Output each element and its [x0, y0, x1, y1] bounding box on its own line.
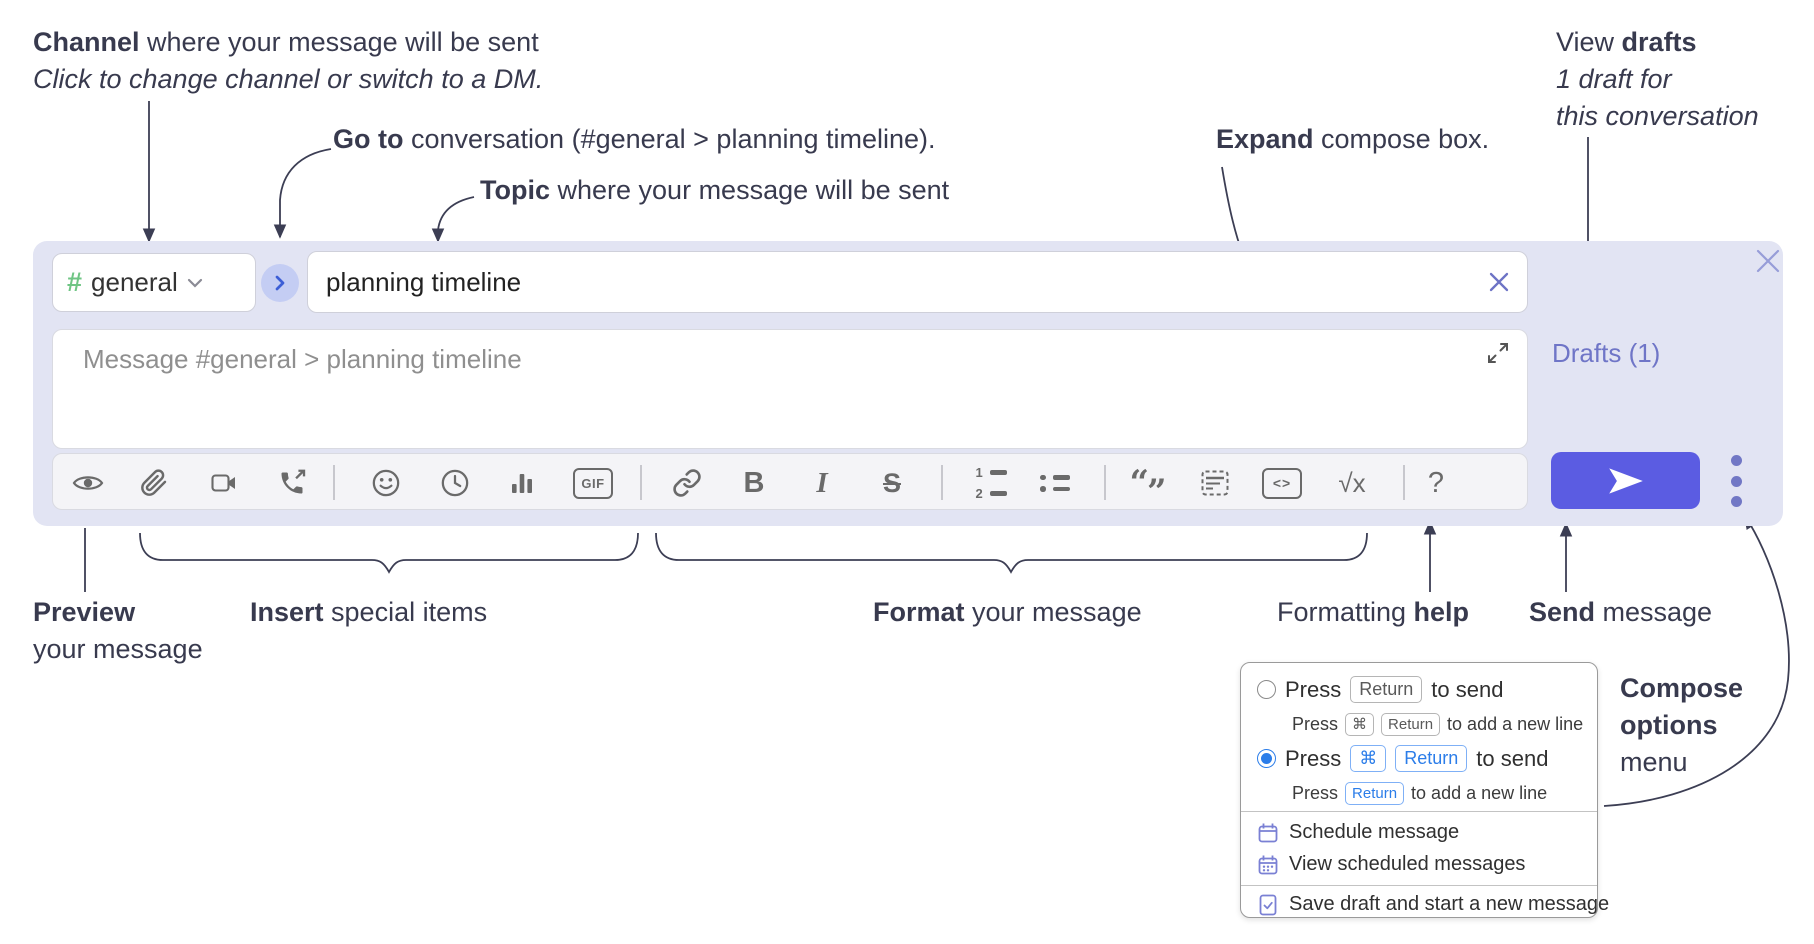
italic-icon[interactable]: I — [816, 466, 828, 499]
radio-selected-icon[interactable] — [1257, 749, 1276, 768]
compose-toolbar: GIF B I S 1 2 — [52, 453, 1528, 512]
emoji-icon[interactable] — [366, 461, 406, 505]
preview-annotation: Preview your message — [33, 597, 203, 664]
menu-divider — [1241, 885, 1597, 886]
compose-options-icon[interactable] — [1725, 455, 1747, 507]
clear-topic-icon[interactable] — [1489, 272, 1509, 292]
draft-check-icon — [1259, 894, 1277, 915]
cmd-key: ⌘ — [1350, 745, 1387, 772]
toolbar-divider — [941, 465, 943, 500]
attach-file-icon[interactable] — [134, 461, 174, 505]
arrow-topic — [431, 196, 475, 243]
numbered-list-icon[interactable]: 1 2 — [971, 461, 1011, 505]
topic-input[interactable]: planning timeline — [307, 251, 1528, 313]
math-icon[interactable]: √x — [1338, 467, 1366, 498]
strikethrough-icon[interactable]: S — [882, 467, 901, 498]
view-scheduled-messages-item[interactable]: View scheduled messages — [1257, 853, 1525, 876]
channel-hash-icon: # — [67, 267, 83, 297]
channel-selector[interactable]: # general — [52, 253, 256, 312]
channel-name: general — [91, 267, 178, 297]
send-annotation: Send message — [1529, 597, 1713, 627]
brace-insert — [139, 532, 639, 574]
expand-compose-icon[interactable] — [1487, 342, 1509, 364]
bold-icon[interactable]: B — [743, 466, 765, 499]
send-plane-icon — [1608, 467, 1643, 494]
quote-icon[interactable]: “” — [1129, 463, 1166, 512]
compose-box: # general planning timeline Message #gen… — [33, 241, 1783, 526]
formatting-help-icon[interactable]: ? — [1427, 466, 1445, 499]
insert-annotation: Insert special items — [250, 597, 488, 627]
schedule-message-item[interactable]: Schedule message — [1257, 821, 1459, 844]
code-icon[interactable]: <> — [1262, 461, 1302, 505]
calendar-icon — [1258, 823, 1278, 842]
expand-annotation: Expand compose box. — [1216, 124, 1490, 154]
cmd-key: ⌘ — [1345, 713, 1375, 736]
send-button[interactable] — [1551, 452, 1700, 509]
message-placeholder: Message #general > planning timeline — [83, 344, 522, 374]
return-key: Return — [1350, 676, 1423, 703]
bulleted-list-icon[interactable] — [1034, 461, 1074, 505]
topic-value: planning timeline — [326, 266, 522, 297]
toolbar-divider — [1104, 465, 1106, 500]
arrow-go-to — [273, 148, 332, 239]
gif-icon[interactable]: GIF — [573, 461, 613, 505]
chevron-right-icon — [275, 275, 285, 291]
format-annotation: Format your message — [873, 597, 1142, 627]
video-call-icon[interactable] — [204, 461, 244, 505]
formatting-help-annotation: Formatting help — [1277, 597, 1470, 627]
spoiler-icon[interactable] — [1195, 461, 1235, 505]
return-key: Return — [1345, 782, 1405, 805]
toolbar-divider — [333, 465, 335, 500]
go-to-annotation: Go to conversation (#general > planning … — [333, 124, 936, 154]
view-drafts-annotation: View drafts 1 draft for this conversatio… — [1556, 27, 1759, 131]
topic-annotation: Topic where your message will be sent — [480, 175, 950, 205]
send-on-return-subtext: Press ⌘ Return to add a new line — [1292, 713, 1584, 736]
audio-call-icon[interactable] — [272, 461, 312, 505]
send-on-return-option[interactable]: Press Return to send — [1257, 676, 1503, 703]
go-to-conversation-button[interactable] — [261, 264, 299, 302]
close-compose-icon[interactable] — [1755, 248, 1781, 274]
menu-divider — [1241, 811, 1597, 812]
link-icon[interactable] — [667, 461, 707, 505]
compose-options-menu: Press Return to send Press ⌘ Return to a… — [1240, 662, 1609, 918]
return-key: Return — [1395, 745, 1468, 772]
time-icon[interactable] — [435, 461, 475, 505]
send-on-cmd-return-option[interactable]: Press ⌘ Return to send — [1257, 745, 1548, 772]
calendar-grid-icon — [1258, 855, 1278, 874]
poll-icon[interactable] — [502, 461, 542, 505]
toolbar-divider — [1403, 465, 1405, 500]
return-key: Return — [1381, 713, 1441, 736]
brace-format — [655, 532, 1368, 574]
send-on-cmd-return-subtext: Press Return to add a new line — [1292, 782, 1548, 805]
compose-options-annotation: Compose options menu — [1620, 673, 1744, 777]
drafts-link[interactable]: Drafts (1) — [1552, 338, 1661, 368]
radio-unselected-icon[interactable] — [1257, 680, 1276, 699]
channel-annotation: Channel where your message will be sent … — [33, 27, 544, 94]
toolbar-divider — [640, 465, 642, 500]
chevron-down-icon — [187, 278, 202, 288]
save-draft-item[interactable]: Save draft and start a new message — [1257, 893, 1609, 916]
message-textarea[interactable]: Message #general > planning timeline — [52, 329, 1528, 449]
preview-eye-icon[interactable] — [68, 461, 108, 505]
